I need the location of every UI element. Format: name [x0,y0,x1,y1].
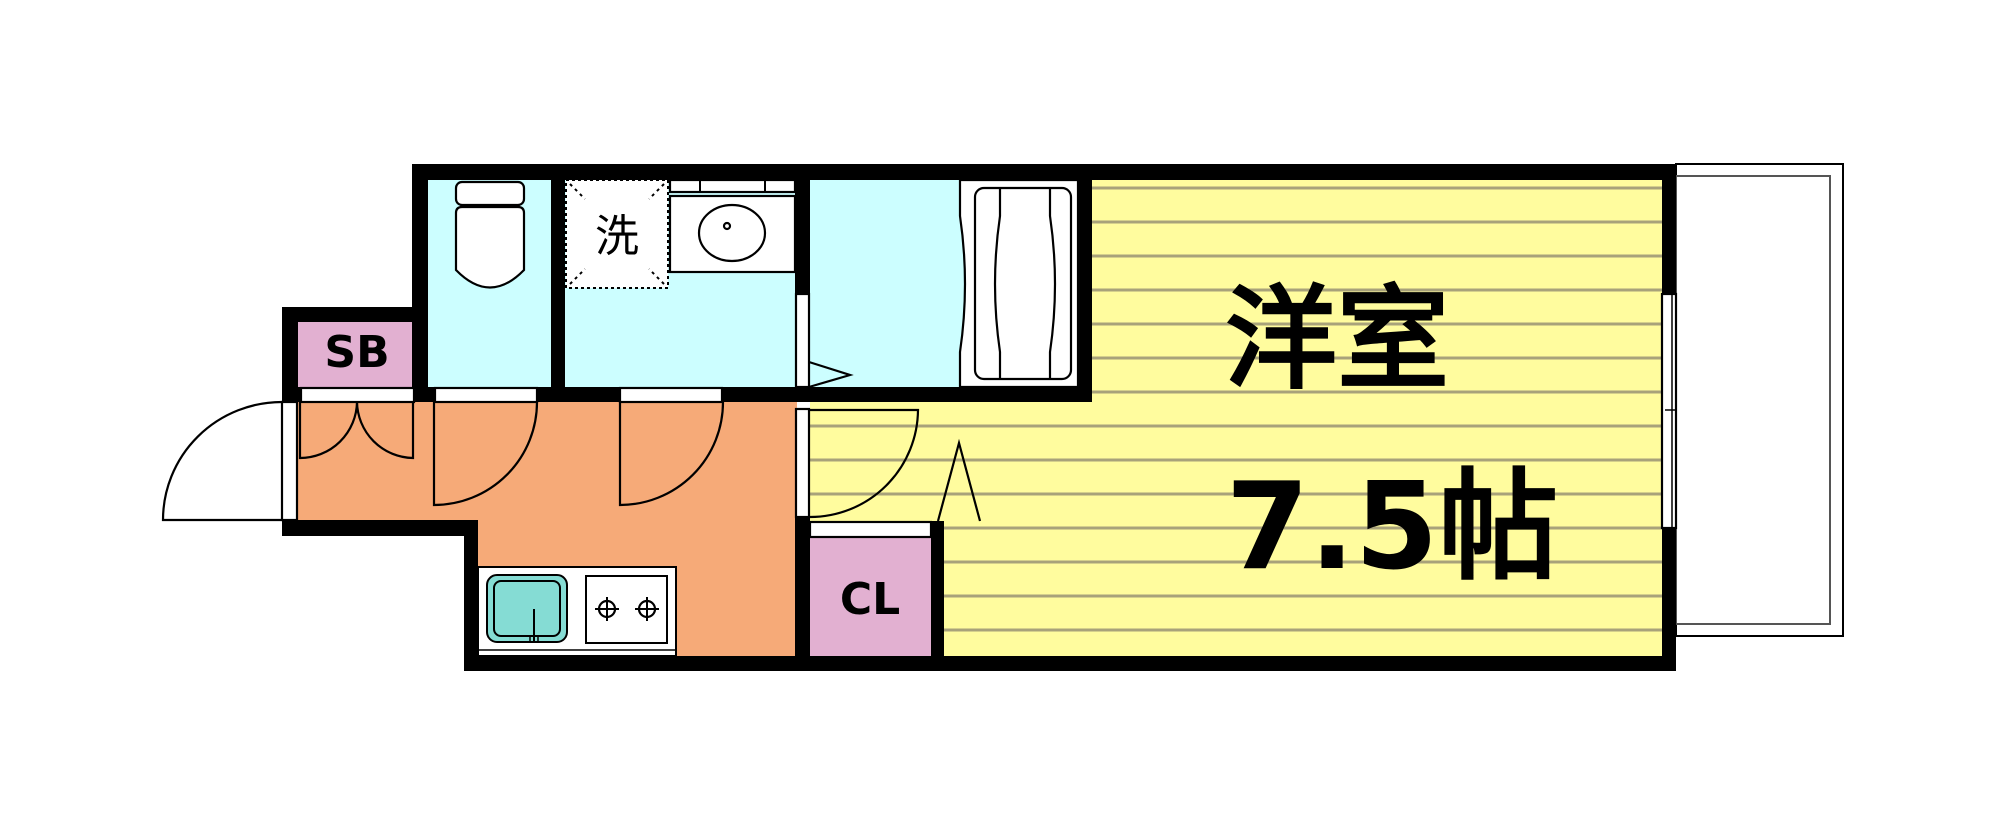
toilet-bowl-icon [454,180,526,289]
washer-label: 洗 [595,211,639,262]
washing-machine-space: 洗 [565,179,669,289]
kitchen-sink-icon [486,574,568,643]
floor-stripes [810,186,1662,632]
walls [282,164,1676,671]
western-room [810,178,1664,657]
door-openings [280,292,1678,539]
stove-icon [585,575,668,644]
wash-basin-icon [668,178,797,274]
bathtub-icon [958,178,1080,389]
balcony [1675,163,1844,637]
room-name-label: 洋室 [1225,275,1449,405]
shoe-box [297,321,418,388]
room-size-label: 7.5帖 [1226,458,1559,597]
closet-label: CL [840,574,900,625]
shoe-box-label: SB [324,327,389,378]
closet [810,537,932,657]
kitchen-counter [477,566,677,657]
door-swings [161,360,982,522]
